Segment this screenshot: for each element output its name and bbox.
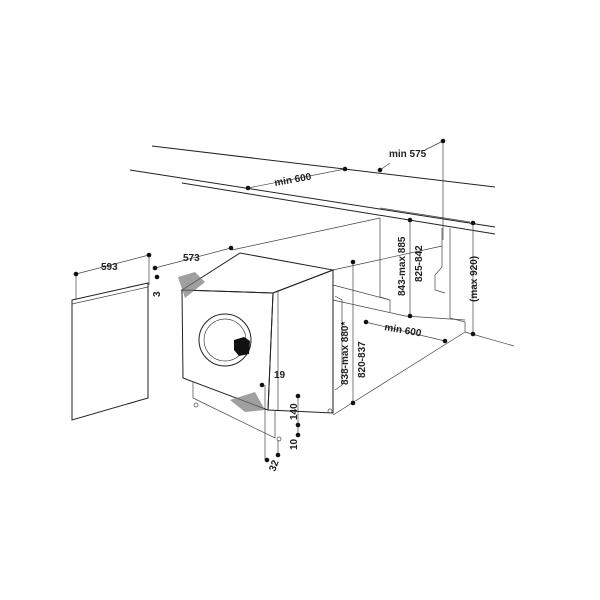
- label-foot-height: 10: [289, 438, 300, 450]
- label-worktop-range: 825-842: [414, 245, 425, 282]
- label-niche-width-top: min 600: [274, 172, 313, 189]
- label-worktop-height: 843-max 885: [397, 236, 408, 296]
- dimension-lines: [73, 138, 476, 463]
- washing-machine: [178, 252, 335, 442]
- dimension-labels: 593 573 3 min 600 min 575 843-max 885 82…: [101, 149, 480, 473]
- label-gap: 3: [152, 291, 163, 297]
- label-max-height: (max 920): [469, 256, 480, 302]
- label-plinth-height: 140: [289, 403, 300, 420]
- hinge-bottom-icon: [230, 392, 265, 412]
- label-machine-height: 838-max 880*: [340, 322, 351, 385]
- label-machine-height-range: 820-837: [357, 341, 368, 378]
- label-niche-width-bottom: min 600: [383, 322, 422, 339]
- hinge-top-icon: [178, 272, 205, 298]
- label-panel-width: 593: [101, 262, 118, 273]
- label-niche-depth: min 575: [389, 149, 427, 160]
- label-plinth-offset: 19: [274, 370, 286, 381]
- label-foot-offset: 32: [267, 458, 281, 473]
- door-outer-icon: [198, 313, 252, 367]
- door-handle-icon: [234, 337, 250, 356]
- label-machine-depth: 573: [183, 253, 200, 264]
- furniture-door-panel: [71, 282, 149, 421]
- worktop-lines: [129, 145, 496, 235]
- niche-outline: [231, 217, 515, 416]
